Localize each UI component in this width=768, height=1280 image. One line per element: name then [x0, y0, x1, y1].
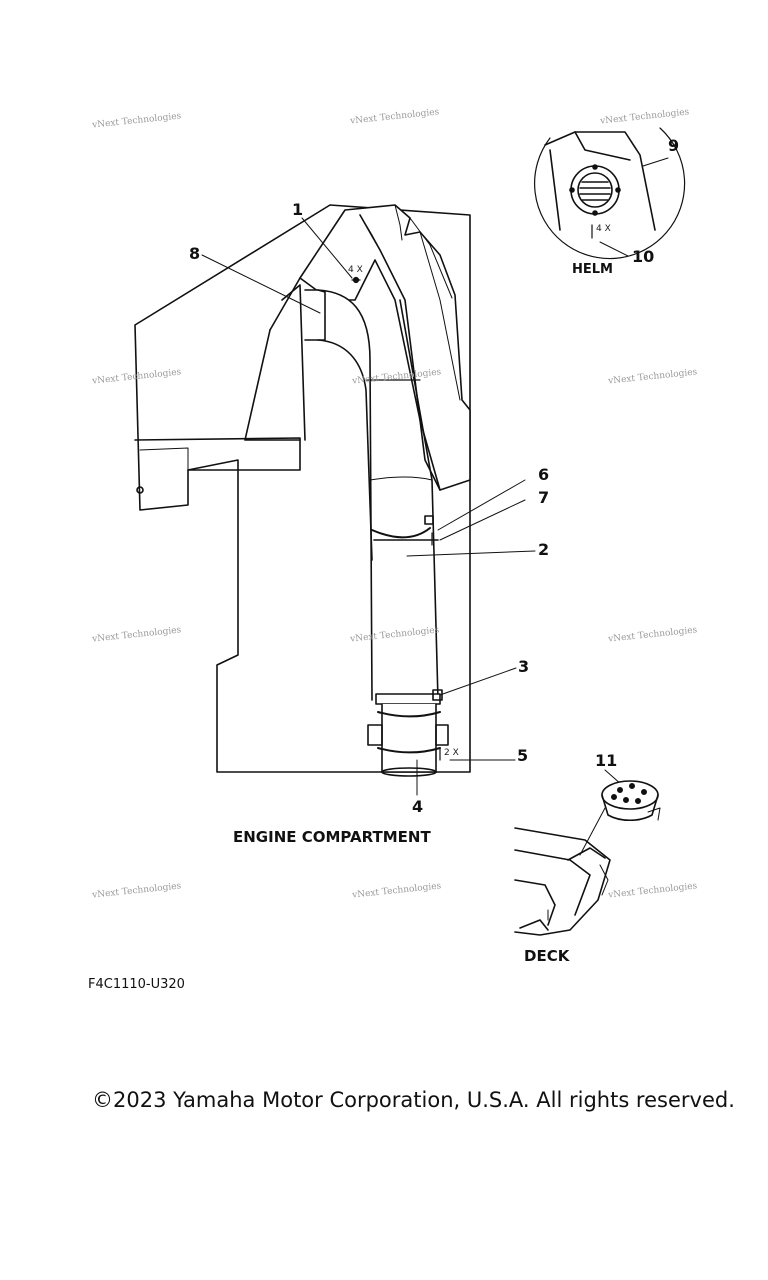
ventilation-duct — [304, 289, 439, 701]
callout-5: 5 — [517, 746, 529, 765]
deck-detail — [514, 807, 611, 936]
helm-label: HELM — [572, 262, 613, 277]
callout-4: 4 — [412, 797, 424, 816]
callout-10: 10 — [632, 247, 655, 266]
engine-compartment-hull — [134, 204, 471, 773]
screw-icons — [351, 224, 593, 761]
callout-2: 2 — [538, 540, 550, 559]
callout-11: 11 — [595, 751, 618, 770]
quantity-marker-5: 2 X — [444, 748, 459, 758]
hose-clamp-upper — [371, 515, 434, 539]
callout-3: 3 — [518, 657, 530, 676]
callout-9: 9 — [668, 136, 680, 155]
deck-label: DECK — [524, 947, 570, 965]
callout-1: 1 — [292, 200, 304, 219]
callout-8: 8 — [189, 244, 201, 263]
diagram-code: F4C1110-U320 — [88, 977, 185, 992]
callout-6: 6 — [538, 465, 550, 484]
helm-detail-inset — [533, 127, 686, 260]
quantity-marker-1: 4 X — [348, 265, 363, 275]
quantity-marker-10: 4 X — [596, 224, 611, 234]
console-housing — [244, 204, 471, 491]
copyright-notice: ©2023 Yamaha Motor Corporation, U.S.A. A… — [92, 1088, 735, 1112]
vent-cap — [601, 780, 661, 822]
duct-collar — [367, 689, 449, 777]
engine-compartment-label: ENGINE COMPARTMENT — [233, 828, 431, 846]
callout-7: 7 — [538, 488, 550, 507]
